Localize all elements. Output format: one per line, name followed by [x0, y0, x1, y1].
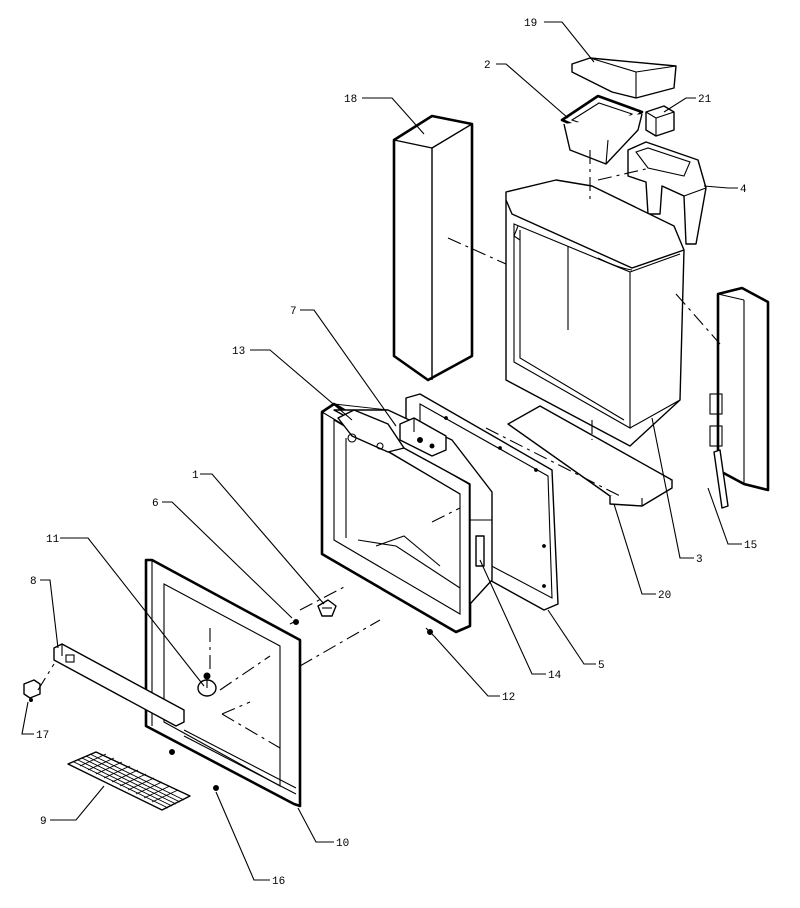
callout-19: 19 — [524, 18, 537, 30]
callout-9: 9 — [40, 816, 47, 828]
callout-11: 11 — [46, 534, 60, 546]
part-3-cabinet — [505, 179, 685, 447]
part-16-screws — [169, 749, 219, 791]
callout-7: 7 — [290, 306, 297, 318]
part-17-latch — [23, 679, 41, 702]
part-2-frame — [560, 94, 644, 165]
callout-20: 20 — [658, 590, 671, 602]
callout-18: 18 — [344, 94, 357, 106]
callout-2: 2 — [484, 60, 491, 72]
callout-14: 14 — [548, 670, 562, 682]
callout-21: 21 — [698, 94, 712, 106]
callout-12: 12 — [502, 692, 515, 704]
callout-8: 8 — [30, 576, 37, 588]
callout-16: 16 — [272, 876, 285, 888]
callout-6: 6 — [152, 498, 159, 510]
callout-labels: 19 2 21 4 18 7 13 1 6 11 8 17 9 10 16 12… — [30, 18, 757, 888]
part-8-strip — [53, 643, 185, 727]
callout-15: 15 — [744, 540, 757, 552]
part-7-fitting — [399, 417, 447, 457]
part-6-screw — [289, 619, 299, 625]
part-13-bracket — [337, 409, 405, 453]
assembly-center-lines — [37, 150, 721, 749]
callout-4: 4 — [740, 184, 747, 196]
part-9-grille — [67, 751, 191, 811]
part-4-duct — [627, 141, 707, 245]
part-15-side-panel — [709, 286, 770, 509]
part-21-block — [645, 105, 675, 137]
callout-5: 5 — [598, 660, 605, 672]
callout-10: 10 — [336, 838, 349, 850]
part-19-top-cap — [571, 57, 677, 99]
callout-1: 1 — [192, 470, 199, 482]
part-12-screw — [425, 627, 435, 637]
part-20-base — [507, 405, 673, 507]
leader-lines — [21, 21, 742, 881]
callout-17: 17 — [36, 730, 49, 742]
callout-13: 13 — [232, 346, 245, 358]
part-1-clip — [317, 599, 337, 617]
part-18-column — [392, 114, 474, 382]
part-10-front-frame — [144, 558, 302, 808]
callout-3: 3 — [696, 554, 703, 566]
